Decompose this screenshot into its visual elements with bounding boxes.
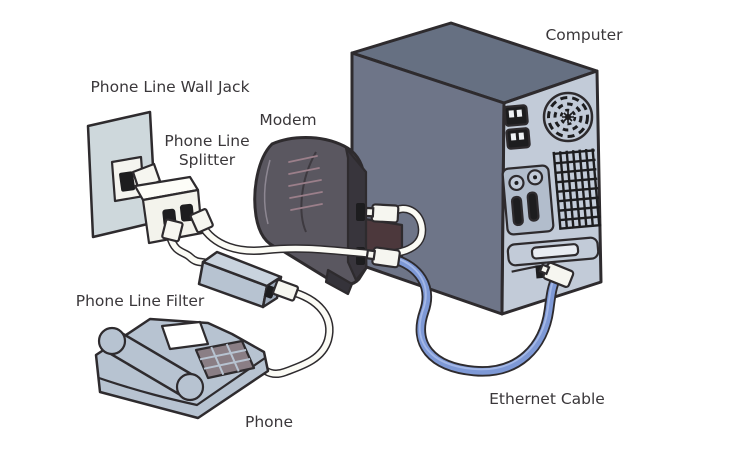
io-panel [501,164,555,236]
power-socket-group [503,104,531,150]
socket-pin-hole [516,109,523,117]
label-filter: Phone Line Filter [76,292,205,310]
tower-corner-edge [500,102,506,315]
phone [94,317,270,420]
rj11-connector-modem [364,203,400,224]
phone-keypad-grid [199,343,251,376]
modem-vent-lines [288,155,323,211]
modem [253,136,368,296]
wall-socket-hole-icon [119,171,136,192]
label-wall-jack: Phone Line Wall Jack [90,78,249,96]
label-modem: Modem [259,111,316,129]
modem-phone-port-icon [356,203,365,221]
label-computer: Computer [545,26,623,44]
fan-vent-icon [542,91,594,143]
phone-line-splitter [131,162,214,245]
modem-foot [324,268,354,296]
labels: Phone Line Wall Jack Phone Line Splitter… [76,26,623,431]
phone-line-filter [197,250,283,309]
phone-handset [97,326,205,402]
label-ethernet: Ethernet Cable [489,390,605,408]
filter-port-icon [264,285,276,299]
phone-display [160,320,210,351]
cable-filter-to-phone [261,286,334,379]
modem-highlight-line [263,159,271,225]
phone-base-skirt [98,357,266,407]
label-splitter-line2: Splitter [179,151,236,169]
rj11-connector-filter [272,278,300,302]
power-socket-icon [503,104,529,127]
socket-pin-hole [518,132,525,140]
rj11-connector-splitter-b [161,218,184,243]
cable-ethernet [385,252,562,377]
power-socket-icon [505,127,531,150]
cable-splitter-to-modem [196,204,427,259]
socket-pin-hole [510,133,517,141]
rj45-connector-modem [365,246,401,269]
label-phone: Phone [245,413,293,431]
io-slot-icon [526,191,540,222]
rj45-connector-computer [538,261,575,289]
io-slot-icon [510,195,524,227]
label-splitter-line1: Phone Line [164,132,249,150]
expansion-slot-cover [506,236,600,273]
socket-pin-hole [508,110,515,118]
wall-jack [86,110,158,239]
mesh-vent-icon [552,148,602,230]
rj11-connector-splitter-a [189,208,214,234]
